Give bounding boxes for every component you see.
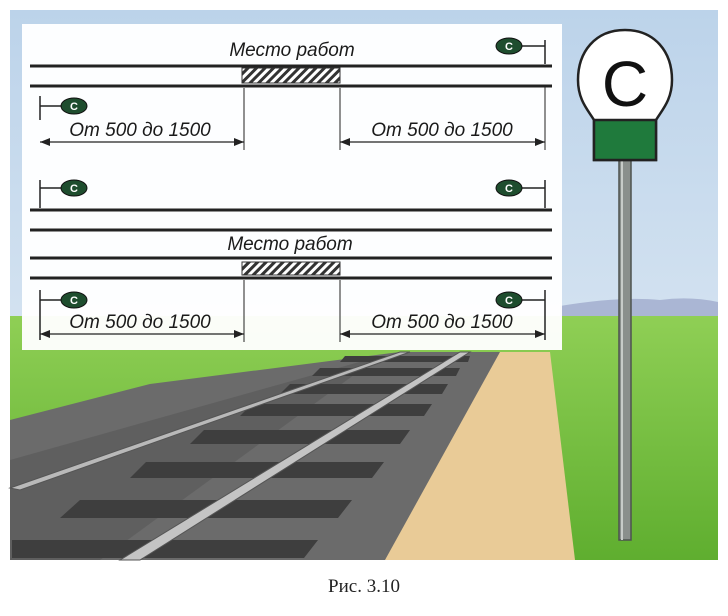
work-place-label: Место работ — [227, 234, 352, 255]
svg-text:С: С — [505, 183, 513, 195]
distant-hills — [560, 298, 718, 318]
svg-text:С: С — [505, 295, 513, 307]
svg-text:С: С — [70, 183, 78, 195]
signal-sign-icon: С — [39, 290, 88, 340]
signal-sign-icon: С — [495, 179, 546, 208]
arrow-head — [40, 138, 50, 146]
signal-sign-icon: С — [39, 179, 88, 208]
signal-sign-icon: С — [39, 96, 88, 120]
svg-text:С: С — [505, 41, 513, 53]
rails — [8, 351, 472, 561]
bottom-scheme: Место работ С С С С — [30, 179, 552, 342]
top-scheme: Место работ С С От 500 до 1500 От 500 до… — [30, 37, 552, 150]
distance-label: От 500 до 1500 — [69, 120, 211, 141]
arrow-head — [535, 138, 545, 146]
work-zone-hatch — [241, 261, 341, 276]
sign-green-band — [592, 118, 658, 162]
distance-label: От 500 до 1500 — [371, 120, 513, 141]
arrow-head — [340, 330, 350, 338]
arrow-head — [340, 138, 350, 146]
sign-letter: С — [602, 48, 648, 120]
sign-post: С — [576, 28, 674, 541]
signal-sign-icon: С — [495, 37, 546, 64]
sign-pole — [618, 159, 632, 541]
arrow-head — [40, 330, 50, 338]
figure-caption: Рис. 3.10 — [328, 576, 400, 597]
arrow-head — [234, 138, 244, 146]
signal-sign-icon: С — [495, 290, 546, 340]
svg-text:С: С — [70, 101, 78, 113]
svg-text:С: С — [70, 295, 78, 307]
side-path — [385, 352, 575, 560]
work-place-label: Место работ — [229, 40, 354, 61]
distance-label: От 500 до 1500 — [371, 312, 513, 333]
distance-label: От 500 до 1500 — [69, 312, 211, 333]
arrow-head — [234, 330, 244, 338]
arrow-head — [535, 330, 545, 338]
work-zone-hatch — [241, 67, 341, 84]
